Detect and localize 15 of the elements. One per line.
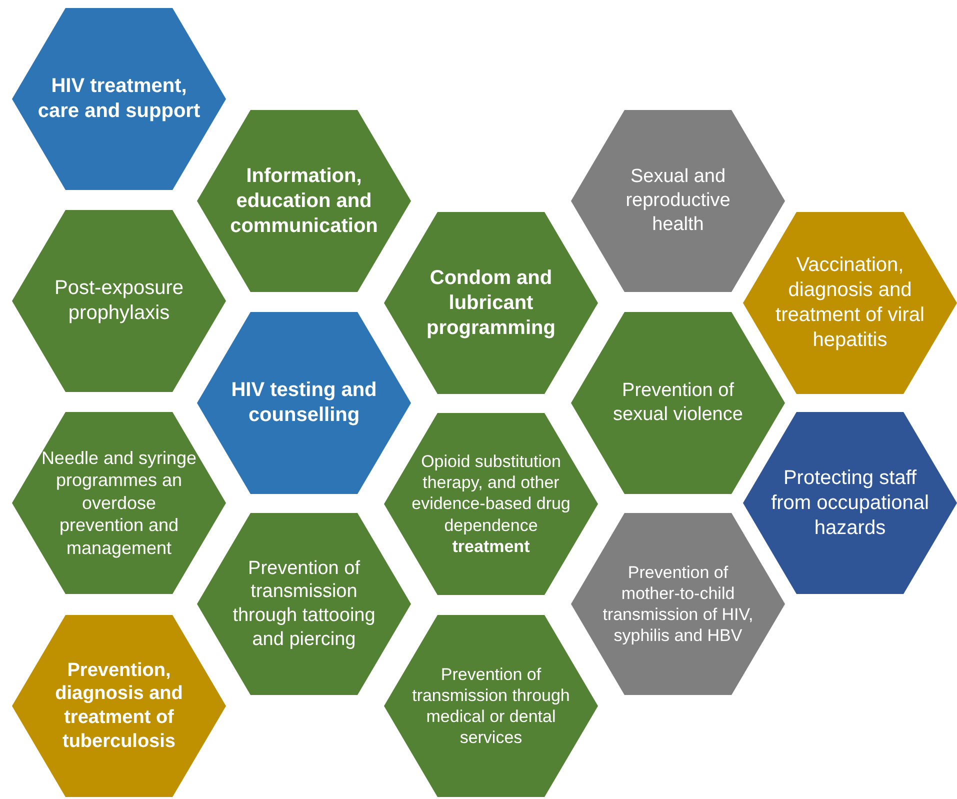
hexagon-label: Sexual and reproductive health <box>624 165 732 237</box>
hexagon-label: Post-exposure prophylaxis <box>54 276 184 326</box>
hexagon-label: Prevention of mother-to-child transmission of HIV, syphilis and HBV <box>602 562 754 646</box>
hexagon-label: Prevention of transmission through tattooing and piercing <box>232 556 376 652</box>
hexagon-label: HIV treatment, care and support <box>36 74 202 124</box>
hexagon-label: Protecting staff from occupational hazards <box>770 466 930 540</box>
hexagon-label: Information, education and communication <box>229 164 379 238</box>
hexagon-label: Prevention of sexual violence <box>612 379 744 427</box>
hexagon-label: Vaccination, diagnosis and treatment of viral hepatitis <box>774 253 926 353</box>
hexagon-label: Opioid substitution therapy, and other evidence-based drug dependence treatment <box>411 450 571 558</box>
hexagon-label: Prevention, diagnosis and treatment of tuberculosis <box>54 658 184 754</box>
hexagon-label: Needle and syringe programmes an overdose prevention and management <box>40 446 198 560</box>
hexagon-label: Prevention of transmission through medical or dental services <box>411 664 571 748</box>
hexagon-label: HIV testing and counselling <box>230 378 378 428</box>
hexagon-label: Condom and lubricant programming <box>426 266 556 340</box>
